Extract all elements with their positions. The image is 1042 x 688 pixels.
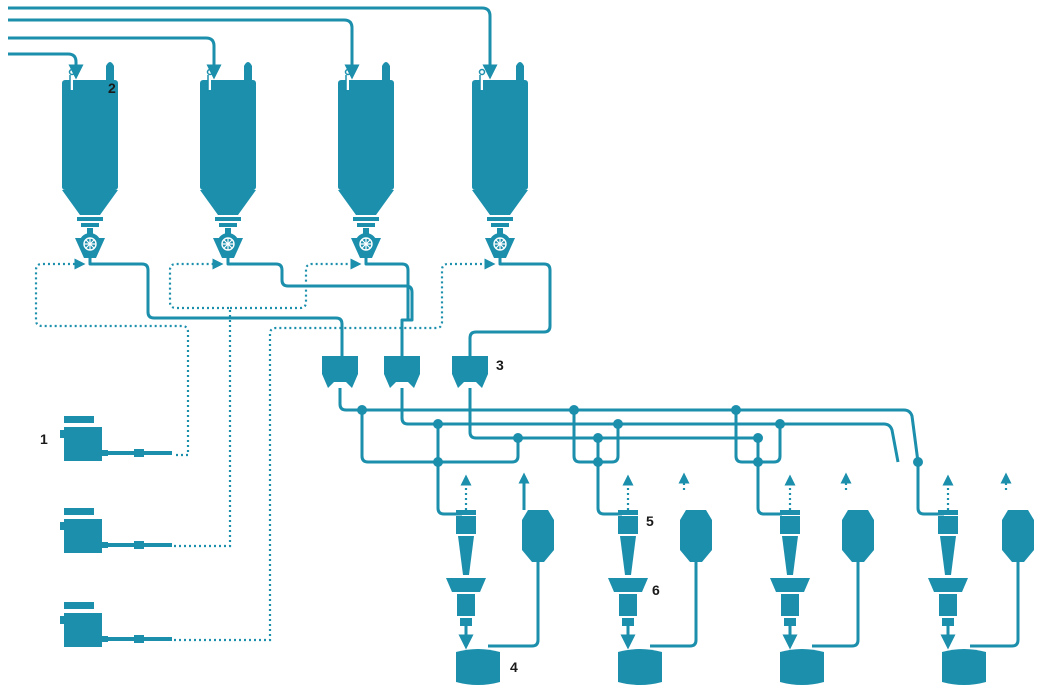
distribution-piping [338,388,944,516]
blower-3 [60,602,172,647]
receiving-bin-4 [942,649,986,685]
callout-1: 1 [40,431,48,447]
receiving-bin-1 [456,649,500,685]
callout-3: 3 [496,357,504,373]
silo-2 [199,61,257,259]
cyclone-station-3 [770,472,874,650]
product-lines [88,256,552,356]
rotary-valve-1 [78,232,102,256]
callout-6: 6 [652,582,660,598]
cyclone-station-4 [928,472,1034,650]
blower-1 [60,416,172,461]
diverter-valve-3 [452,356,488,388]
silo-3 [337,61,395,259]
cyclone-station-1 [446,472,554,650]
callout-5: 5 [646,513,654,529]
rotary-valve-2 [216,232,240,256]
supply-lines [8,6,498,80]
callout-4: 4 [510,659,518,675]
callout-2: 2 [108,80,116,96]
blower-2 [60,508,172,553]
cyclone-station-2 [608,472,712,650]
diverter-valve-2 [384,356,420,388]
rotary-valve-4 [488,232,512,256]
receiving-bin-2 [618,649,662,685]
silo-4 [471,61,529,259]
diverter-valve-1 [322,356,358,388]
rotary-valve-3 [354,232,378,256]
receiving-bin-3 [780,649,824,685]
